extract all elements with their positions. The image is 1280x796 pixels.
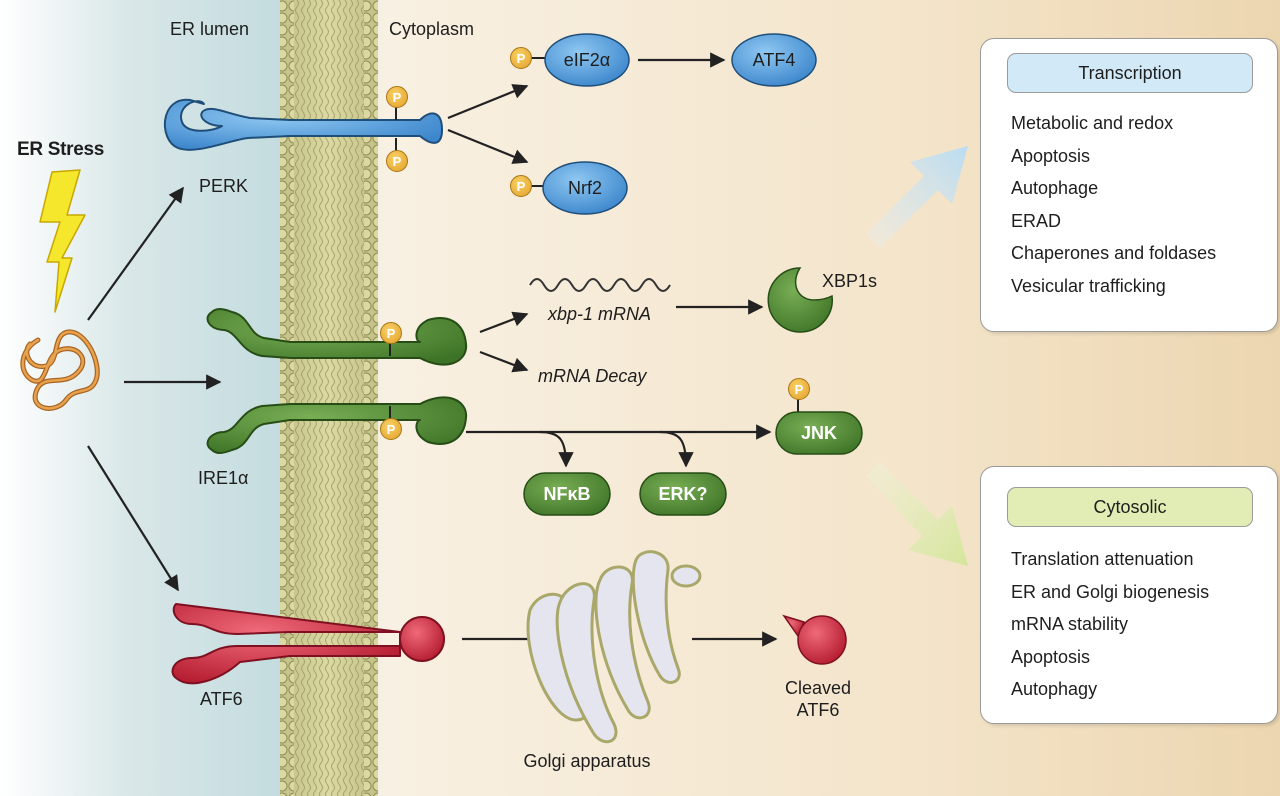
golgi-apparatus-icon: [526, 550, 702, 744]
list-item: Autophagy: [1011, 679, 1098, 700]
ire1-receptor: [206, 308, 468, 454]
atf4-label: ATF4: [752, 50, 796, 70]
atf6-receptor: [171, 603, 445, 685]
jnk-label: JNK: [800, 423, 837, 443]
arrow-stress-to-perk: [87, 186, 184, 321]
phospho-badge-icon: P: [510, 175, 532, 197]
phospho-badge-icon: P: [386, 86, 408, 108]
arrow-to-transcription-icon: [866, 146, 968, 248]
perk-label: PERK: [199, 176, 249, 196]
phospho-badge-icon: P: [380, 322, 402, 344]
list-item: Apoptosis: [1011, 646, 1091, 667]
phospho-badge-icon: P: [788, 378, 810, 400]
cleaved-atf6-label-line1: Cleaved: [784, 678, 852, 698]
er-lumen-label: ER lumen: [170, 19, 250, 39]
phospho-badge-icon: P: [386, 150, 408, 172]
perk-receptor: [163, 98, 443, 151]
atf6-label: ATF6: [200, 689, 243, 709]
cytoplasm-label: Cytoplasm: [389, 19, 475, 39]
nrf2-label: Nrf2: [567, 178, 602, 198]
cleaved-atf6-node: [782, 614, 847, 665]
nfkb-label: NFκB: [543, 484, 591, 504]
eif2a-node: [544, 33, 630, 87]
ire1-label: IRE1α: [198, 468, 249, 488]
unfolded-protein-icon: [20, 329, 100, 411]
list-item: ER and Golgi biogenesis: [1011, 581, 1210, 602]
atf4-node: [731, 33, 817, 87]
cytosolic-panel: Cytosolic Translation attenuation ER and…: [980, 466, 1278, 724]
golgi-label: Golgi apparatus: [523, 751, 651, 771]
arrow-ire1-to-xbp1-mrna: [479, 311, 529, 334]
cytosolic-title: Cytosolic: [1007, 487, 1253, 527]
arrow-to-cytosolic-icon: [866, 462, 968, 566]
xbp1s-label: XBP1s: [822, 271, 878, 291]
phospho-badge-icon: P: [380, 418, 402, 440]
eif2a-label: eIF2α: [563, 50, 611, 70]
xbp1s-node: [767, 267, 833, 333]
arrow-ire1-to-mrna-decay: [479, 350, 529, 373]
xbp1-mrna-wave-icon: [529, 278, 671, 292]
cleaved-atf6-label-line2: ATF6: [796, 700, 840, 720]
list-item: Apoptosis: [1011, 145, 1091, 166]
xbp1-mrna-label: xbp-1 mRNA: [548, 304, 652, 324]
transcription-panel: Transcription Metabolic and redox Apopto…: [980, 38, 1278, 332]
nrf2-node: [542, 161, 628, 215]
arrow-stress-to-atf6: [87, 445, 179, 592]
list-item: Vesicular trafficking: [1011, 275, 1166, 296]
nfkb-node: [523, 472, 611, 516]
cytosolic-list: Translation attenuation ER and Golgi bio…: [1011, 549, 1209, 712]
transcription-title: Transcription: [1007, 53, 1253, 93]
arrow-to-erk: [659, 430, 694, 468]
erk-node: [639, 472, 727, 516]
list-item: ERAD: [1011, 210, 1062, 231]
arrow-perk-to-eif2a: [447, 84, 529, 120]
list-item: mRNA stability: [1011, 614, 1129, 635]
lightning-bolt-icon: [39, 169, 86, 313]
list-item: Metabolic and redox: [1011, 113, 1174, 133]
jnk-node: [775, 411, 863, 455]
list-item: Chaperones and foldases: [1011, 243, 1217, 264]
erk-label: ERK?: [658, 484, 708, 504]
list-item: Autophage: [1011, 178, 1099, 199]
phospho-badge-icon: P: [510, 47, 532, 69]
list-item: Translation attenuation: [1011, 549, 1194, 569]
transcription-list: Metabolic and redox Apoptosis Autophage …: [1011, 113, 1216, 309]
er-stress-label: ER Stress: [17, 139, 105, 160]
arrow-perk-to-nrf2: [447, 128, 529, 164]
mrna-decay-label: mRNA Decay: [538, 366, 647, 386]
arrow-to-nfkb: [539, 430, 574, 468]
